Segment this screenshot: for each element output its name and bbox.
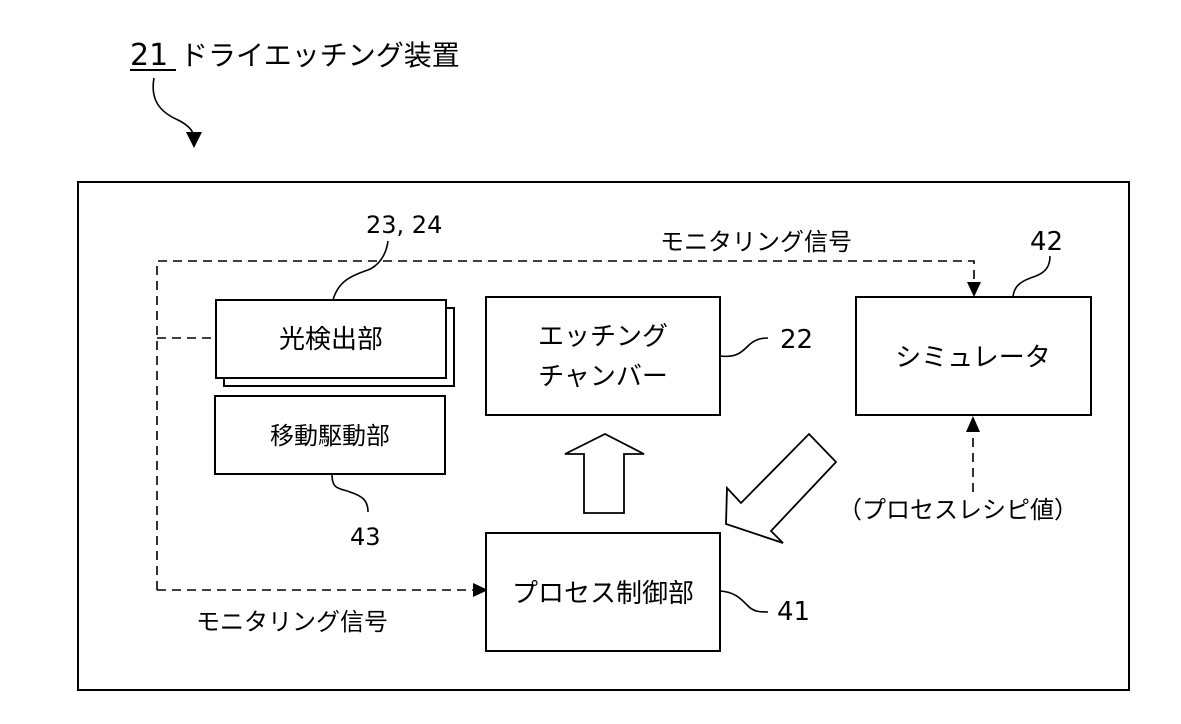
monitoring-signal-bottom-label: モニタリング信号	[196, 608, 388, 636]
process-controller-label: プロセス制御部	[512, 579, 694, 609]
etching-chamber-leader	[720, 338, 768, 356]
etching-chamber-ref: 22	[780, 325, 813, 355]
simulator-ref: 42	[1030, 227, 1063, 257]
process-controller-ref: 41	[777, 597, 810, 627]
control-up-arrow-icon	[565, 434, 644, 513]
light-detector-ref: 23, 24	[366, 211, 442, 239]
monitoring-arrowhead-icon	[967, 282, 981, 297]
etching-chamber-label-line1: エッチング	[538, 322, 668, 352]
etching-chamber-box	[486, 297, 720, 415]
etching-chamber-label-line2: チャンバー	[538, 362, 668, 392]
recipe-input-label: （プロセスレシピ値）	[838, 496, 1078, 524]
process-controller-leader	[720, 591, 768, 612]
simulator-label: シミュレータ	[895, 343, 1050, 373]
simulation-feed-arrow-icon	[726, 434, 836, 543]
title-pointer-arrowhead-icon	[186, 132, 202, 148]
move-driver-label: 移動駆動部	[270, 422, 390, 450]
title-ref-number: 21	[130, 38, 168, 73]
move-driver-leader	[332, 475, 368, 512]
move-driver-ref: 43	[350, 523, 381, 551]
title-label: ドライエッチング装置	[180, 39, 460, 72]
recipe-arrowhead-icon	[966, 416, 980, 432]
title-pointer-line	[153, 78, 194, 138]
simulator-leader	[1013, 256, 1050, 297]
monitoring-signal-top-label: モニタリング信号	[660, 228, 852, 256]
light-detector-leader	[333, 241, 388, 300]
light-detector-label: 光検出部	[279, 325, 383, 355]
